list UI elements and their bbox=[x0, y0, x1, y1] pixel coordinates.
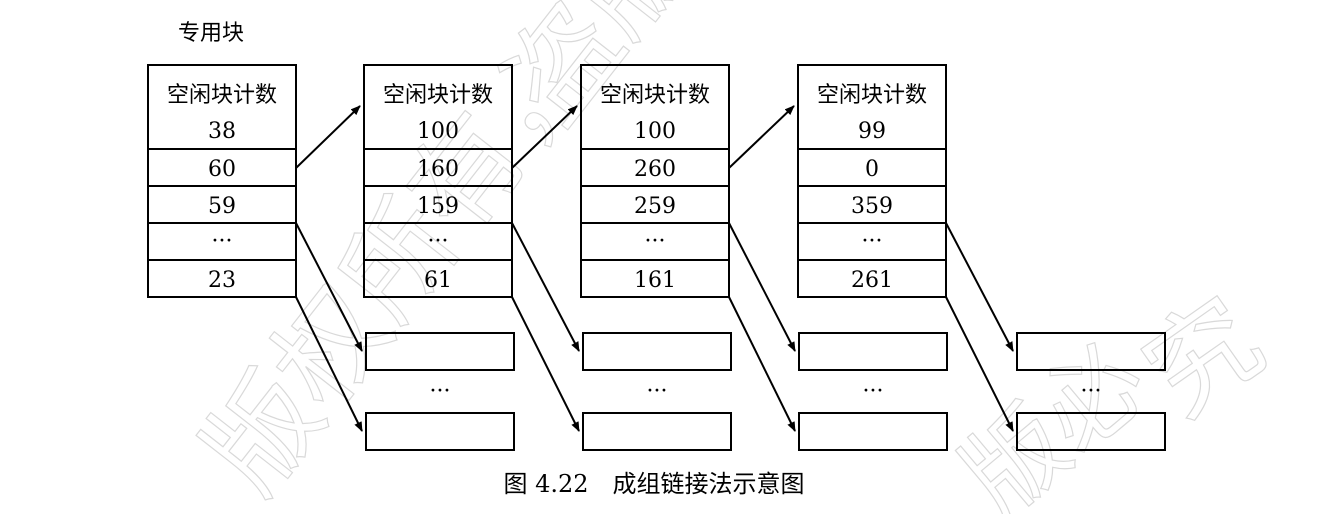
block-group-4-first bbox=[1016, 332, 1166, 371]
stack-2-row-ellipsis: ··· bbox=[428, 229, 449, 254]
stack-2-count: 100 bbox=[417, 119, 459, 144]
pointer-arrow-3-first bbox=[728, 222, 796, 352]
stack-4-row-2: 359 bbox=[851, 194, 893, 219]
block-group-1-first bbox=[365, 332, 515, 371]
stack-3-row-last: 161 bbox=[634, 268, 676, 293]
block-group-4-ellipsis: ··· bbox=[1081, 379, 1102, 404]
link-arrow-1-2 bbox=[295, 105, 361, 169]
pointer-arrow-2-last bbox=[511, 296, 580, 432]
block-group-2-first bbox=[582, 332, 732, 371]
stack-4-row-1: 0 bbox=[865, 157, 879, 182]
special-block-label: 专用块 bbox=[178, 21, 244, 46]
stack-1-header: 空闲块计数 bbox=[167, 83, 277, 108]
stack-4-row-ellipsis: ··· bbox=[862, 229, 883, 254]
block-group-2-ellipsis: ··· bbox=[647, 379, 668, 404]
stack-1-row-last: 23 bbox=[208, 268, 236, 293]
free-block-stack-4: 空闲块计数 99 0 359 ··· 261 bbox=[797, 64, 947, 298]
stack-3-row-1: 260 bbox=[634, 157, 676, 182]
block-group-2-last bbox=[582, 412, 732, 451]
stack-4-count: 99 bbox=[858, 119, 886, 144]
stack-3-header: 空闲块计数 bbox=[600, 83, 710, 108]
figure-caption: 图 4.22 成组链接法示意图 bbox=[503, 470, 804, 498]
pointer-arrow-3-last bbox=[728, 296, 796, 432]
block-group-3-last bbox=[798, 412, 948, 451]
link-arrow-2-3 bbox=[511, 105, 578, 169]
free-block-stack-2: 空闲块计数 100 160 159 ··· 61 bbox=[363, 64, 513, 298]
block-group-3-first bbox=[798, 332, 948, 371]
stack-4-row-last: 261 bbox=[851, 268, 893, 293]
stack-1-count: 38 bbox=[208, 119, 236, 144]
block-group-4-last bbox=[1016, 412, 1166, 451]
pointer-arrow-1-first bbox=[295, 222, 363, 352]
stack-1-row-ellipsis: ··· bbox=[212, 229, 233, 254]
stack-4-header: 空闲块计数 bbox=[817, 83, 927, 108]
stack-1-row-1: 60 bbox=[208, 157, 236, 182]
watermark: 版权所有， 盗版必 究 版必 bbox=[179, 0, 1286, 514]
stack-1-row-2: 59 bbox=[208, 194, 236, 219]
block-group-3-ellipsis: ··· bbox=[863, 379, 884, 404]
stack-2-row-last: 61 bbox=[424, 268, 452, 293]
block-groups: ··· ··· ··· ··· bbox=[365, 332, 1166, 451]
block-group-1-last bbox=[365, 412, 515, 451]
stack-3-count: 100 bbox=[634, 119, 676, 144]
pointer-arrow-4-first bbox=[945, 222, 1014, 352]
stack-3-row-2: 259 bbox=[634, 194, 676, 219]
stack-2-row-2: 159 bbox=[417, 194, 459, 219]
pointer-arrow-4-last bbox=[945, 296, 1014, 432]
free-block-stack-3: 空闲块计数 100 260 259 ··· 161 bbox=[580, 64, 730, 298]
stack-2-header: 空闲块计数 bbox=[383, 83, 493, 108]
arrows bbox=[295, 105, 1014, 432]
link-arrow-3-4 bbox=[728, 105, 795, 169]
block-group-1-ellipsis: ··· bbox=[430, 379, 451, 404]
stack-2-row-1: 160 bbox=[417, 157, 459, 182]
free-block-stack-1: 空闲块计数 38 60 59 ··· 23 bbox=[147, 64, 297, 298]
pointer-arrow-2-first bbox=[511, 222, 580, 352]
stack-3-row-ellipsis: ··· bbox=[645, 229, 666, 254]
pointer-arrow-1-last bbox=[295, 296, 363, 432]
